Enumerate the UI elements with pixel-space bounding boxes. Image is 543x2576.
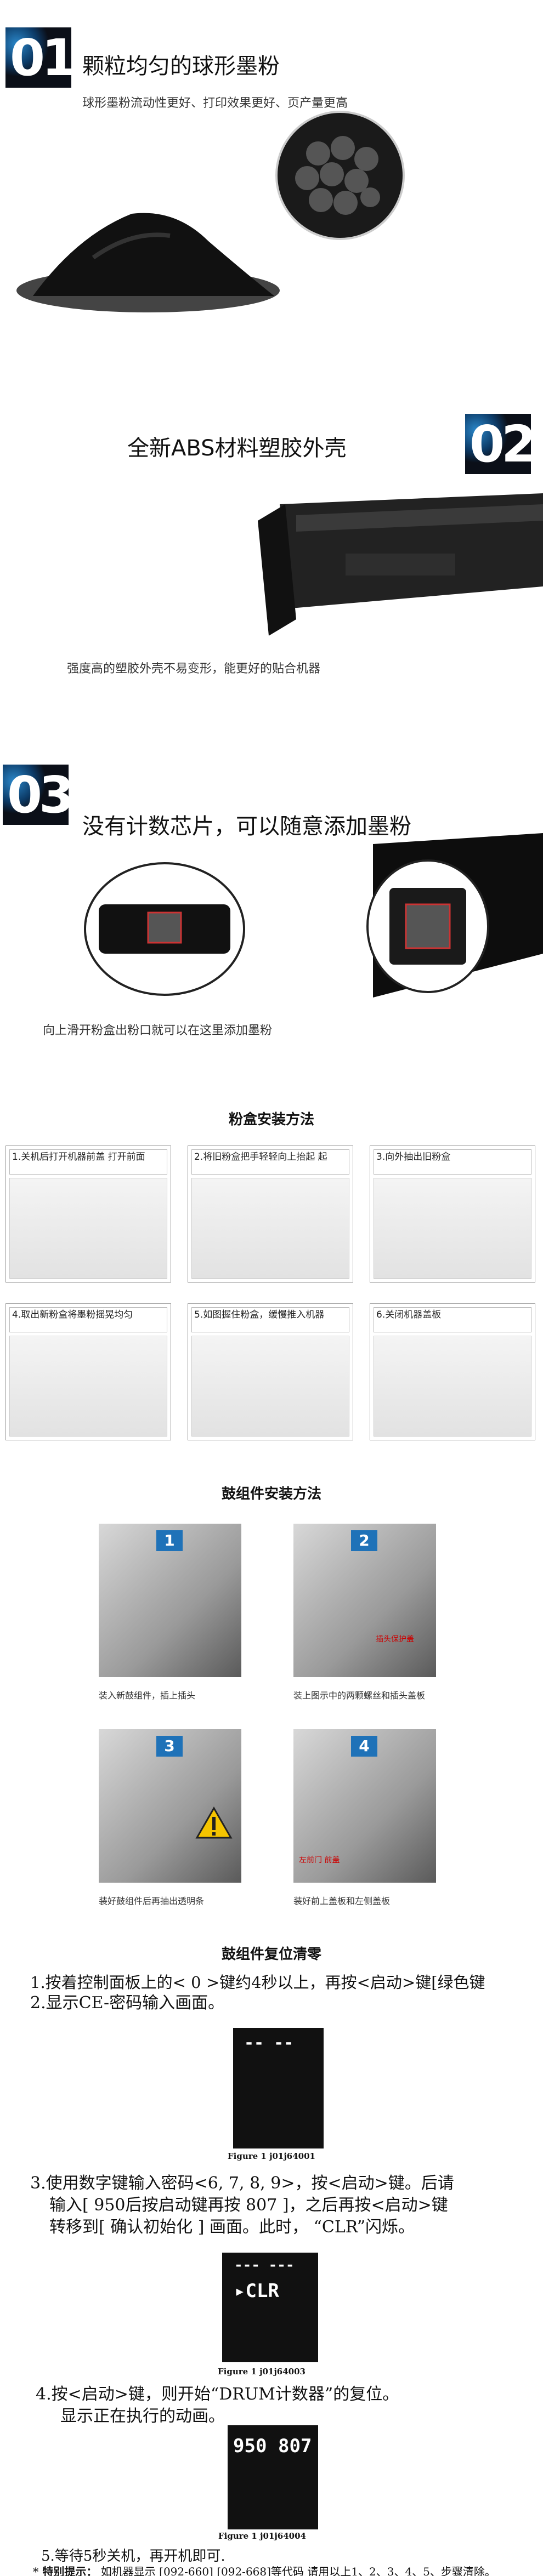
reset-step-text: 输入[ 950后按启动键再按 807 ]，之后再按<启动>键 [49, 2196, 448, 2215]
install-step-caption: 4.取出新粉盒将墨粉摇晃均匀 [9, 1307, 167, 1332]
install-step-illustration [191, 1178, 349, 1279]
drum-reset-title: 鼓组件复位清零 [221, 1946, 321, 1963]
section-subtitle: 向上滑开粉盒出粉口就可以在这里添加墨粉 [43, 1024, 273, 1038]
section-title: 没有计数芯片，可以随意添加墨粉 [82, 814, 411, 839]
figure-caption: Figure 1 j01j64003 [218, 2367, 306, 2376]
install-step-card: 4.取出新粉盒将墨粉摇晃均匀 [5, 1303, 171, 1440]
cartridge-image [258, 493, 543, 636]
toner-port-closeup-image [84, 862, 245, 996]
drum-step-photo: 1 [99, 1524, 241, 1677]
reset-step-text: 显示正在执行的动画。 [60, 2407, 225, 2426]
display-screen: 950 807 [228, 2425, 318, 2529]
drum-step-number: 1 [156, 1530, 183, 1551]
install-step-card: 3.向外抽出旧粉盒 [370, 1145, 535, 1283]
section-subtitle: 球形墨粉流动性更好、打印效果更好、页产量更高 [82, 96, 348, 110]
toner-magnified-icon [275, 111, 405, 240]
drum-step-caption: 装好鼓组件后再抽出透明条 [99, 1896, 205, 1906]
install-step-caption: 5.如图握住粉盒，缓慢推入机器 [191, 1307, 349, 1332]
install-step-caption: 6.关闭机器盖板 [374, 1307, 531, 1332]
install-step-caption: 2.将旧粉盒把手轻轻向上抬起 起 [191, 1149, 349, 1175]
section-number-badge: 03 [3, 765, 69, 825]
drum-step-photo: 4 左前门 前盖 [293, 1729, 436, 1883]
display-screen: -- -- [233, 2028, 324, 2148]
figure-caption: Figure 1 j01j64001 [228, 2151, 315, 2161]
section-number-badge: 01 [5, 27, 71, 88]
section-title: 全新ABS材料塑胶外壳 [127, 436, 347, 461]
special-tip: * 特别提示： 如机器显示 [092-660] [092-668]等代码 请用以… [33, 2563, 543, 2576]
install-step-illustration [374, 1336, 531, 1437]
reset-step-text: 1.按着控制面板上的< 0 >键约4秒以上，再按<启动>键[绿色键 [30, 1973, 485, 1992]
figure-caption: Figure 1 j01j64004 [218, 2531, 306, 2541]
section-subtitle: 强度高的塑胶外壳不易变形，能更好的贴合机器 [67, 662, 321, 676]
install-step-illustration [374, 1178, 531, 1279]
section-number-badge: 02 [465, 414, 531, 474]
drum-step-caption: 装上图示中的两颗螺丝和插头盖板 [293, 1690, 426, 1701]
drum-step-number: 4 [351, 1736, 377, 1757]
tip-label: * 特别提示： [33, 2565, 98, 2576]
reset-step-text: 5.等待5秒关机，再开机即可. [41, 2548, 225, 2564]
install-title: 粉盒安装方法 [228, 1112, 314, 1128]
drum-step-label: 插头保护盖 [376, 1635, 414, 1644]
install-step-caption: 3.向外抽出旧粉盒 [374, 1149, 531, 1175]
drum-step-caption: 装好前上盖板和左侧盖板 [293, 1896, 391, 1906]
tip-text: 如机器显示 [092-660] [092-668]等代码 [100, 2565, 304, 2576]
tip-text: 请用以上1、2、3、4、5、步骤清除。 [307, 2565, 496, 2576]
install-step-illustration [9, 1178, 167, 1279]
install-step-card: 5.如图握住粉盒，缓慢推入机器 [188, 1303, 353, 1440]
drum-install-title: 鼓组件安装方法 [221, 1486, 321, 1502]
drum-step-label: 左前门 前盖 [299, 1856, 340, 1865]
drum-step-number: 3 [156, 1736, 183, 1757]
toner-pile-image [16, 213, 280, 312]
reset-step-text: 转移到[ 确认初始化 ] 画面。此时， “CLR”闪烁。 [49, 2218, 415, 2237]
drum-step-photo: 3 [99, 1729, 241, 1883]
install-step-illustration [9, 1336, 167, 1437]
drum-step-photo: 2 插头保护盖 [293, 1524, 436, 1677]
drum-step-number: 2 [351, 1530, 377, 1551]
install-step-card: 6.关闭机器盖板 [370, 1303, 535, 1440]
warning-icon [195, 1806, 233, 1839]
install-step-card: 2.将旧粉盒把手轻轻向上抬起 起 [188, 1145, 353, 1283]
reset-step-text: 4.按<启动>键，则开始“DRUM计数器”的复位。 [36, 2385, 399, 2404]
toner-fill-port-image [366, 833, 543, 998]
install-step-caption: 1.关机后打开机器前盖 打开前面 [9, 1149, 167, 1175]
drum-step-caption: 装入新鼓组件，插上插头 [99, 1690, 196, 1701]
reset-step-text: 2.显示CE-密码输入画面。 [30, 1993, 225, 2013]
install-step-illustration [191, 1336, 349, 1437]
section-title: 颗粒均匀的球形墨粉 [82, 54, 280, 79]
reset-step-text: 3.使用数字键输入密码<6, 7, 8, 9>，按<启动>键。后请 [30, 2174, 454, 2193]
install-step-card: 1.关机后打开机器前盖 打开前面 [5, 1145, 171, 1283]
display-screen: --- --- ▸CLR [222, 2253, 318, 2362]
